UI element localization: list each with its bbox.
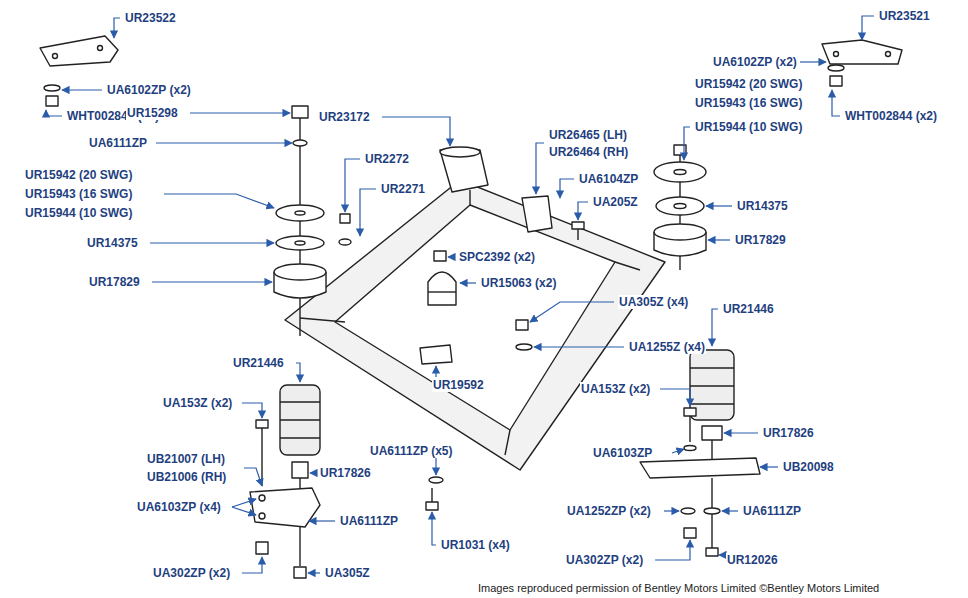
part-number: UR15942 (20 SWG) bbox=[24, 168, 133, 182]
part-number: UA6111ZP bbox=[742, 504, 802, 518]
copyright-caption: Images reproduced permission of Bentley … bbox=[478, 582, 879, 595]
part-number: UR17829 bbox=[88, 275, 141, 289]
part-number: UR15944 (10 SWG) bbox=[694, 120, 803, 134]
part-number: UA153Z (x2) bbox=[162, 396, 233, 410]
part-number: UR23172 bbox=[318, 110, 371, 124]
part-number: UR26464 (RH) bbox=[548, 145, 629, 159]
part-number: UA6111ZP bbox=[88, 136, 148, 150]
part-number: UR1031 (x4) bbox=[440, 538, 511, 552]
part-number: UA6111ZP bbox=[339, 514, 399, 528]
part-number: UA305Z bbox=[324, 566, 371, 580]
part-number: UB20098 bbox=[782, 460, 835, 474]
part-number: UR17826 bbox=[319, 466, 372, 480]
part-number: UR21446 bbox=[232, 356, 285, 370]
part-number: UA302ZP (x2) bbox=[565, 553, 644, 567]
part-number: UR14375 bbox=[86, 236, 139, 250]
part-number: UA6102ZP (x2) bbox=[106, 83, 192, 97]
part-number: UA1255Z (x4) bbox=[628, 340, 706, 354]
part-number: UR2272 bbox=[364, 152, 410, 166]
part-number: UB21007 (LH) bbox=[146, 452, 226, 466]
part-number: UR2271 bbox=[380, 182, 426, 196]
part-number: UA6103ZP bbox=[592, 446, 653, 460]
part-number: UA1252ZP (x2) bbox=[566, 504, 652, 518]
part-number: UA305Z (x4) bbox=[618, 295, 689, 309]
part-number: UR17826 bbox=[762, 426, 815, 440]
part-number: UR12026 bbox=[726, 553, 779, 567]
part-number: UR23521 bbox=[878, 9, 931, 23]
part-number: UR15943 (16 SWG) bbox=[24, 187, 133, 201]
part-number: UR21446 bbox=[722, 302, 775, 316]
part-number: UA6102ZP (x2) bbox=[712, 55, 798, 69]
part-number: UA205Z bbox=[592, 195, 639, 209]
part-number: UR15942 (20 SWG) bbox=[694, 77, 803, 91]
leader-lines bbox=[46, 16, 874, 573]
part-number: UR23522 bbox=[124, 11, 177, 25]
part-number: WHT002844 (x2) bbox=[844, 109, 938, 123]
part-number: UA6103ZP (x4) bbox=[136, 500, 222, 514]
part-number: UR15298 bbox=[126, 106, 179, 120]
part-number: UR15063 (x2) bbox=[480, 276, 557, 290]
part-number: UA153Z (x2) bbox=[580, 382, 651, 396]
part-number: UR15944 (10 SWG) bbox=[24, 206, 133, 220]
part-number: SPC2392 (x2) bbox=[458, 250, 536, 264]
part-number: UR15943 (16 SWG) bbox=[694, 96, 803, 110]
part-number: UR26465 (LH) bbox=[548, 128, 628, 142]
part-number: UR17829 bbox=[734, 233, 787, 247]
part-number: UB21006 (RH) bbox=[146, 470, 227, 484]
part-number: UA6104ZP bbox=[578, 172, 639, 186]
part-number: UA6111ZP (x5) bbox=[369, 444, 454, 458]
part-number: UA302ZP (x2) bbox=[152, 566, 231, 580]
part-number: UR14375 bbox=[736, 199, 789, 213]
part-number: UR19592 bbox=[432, 378, 485, 392]
